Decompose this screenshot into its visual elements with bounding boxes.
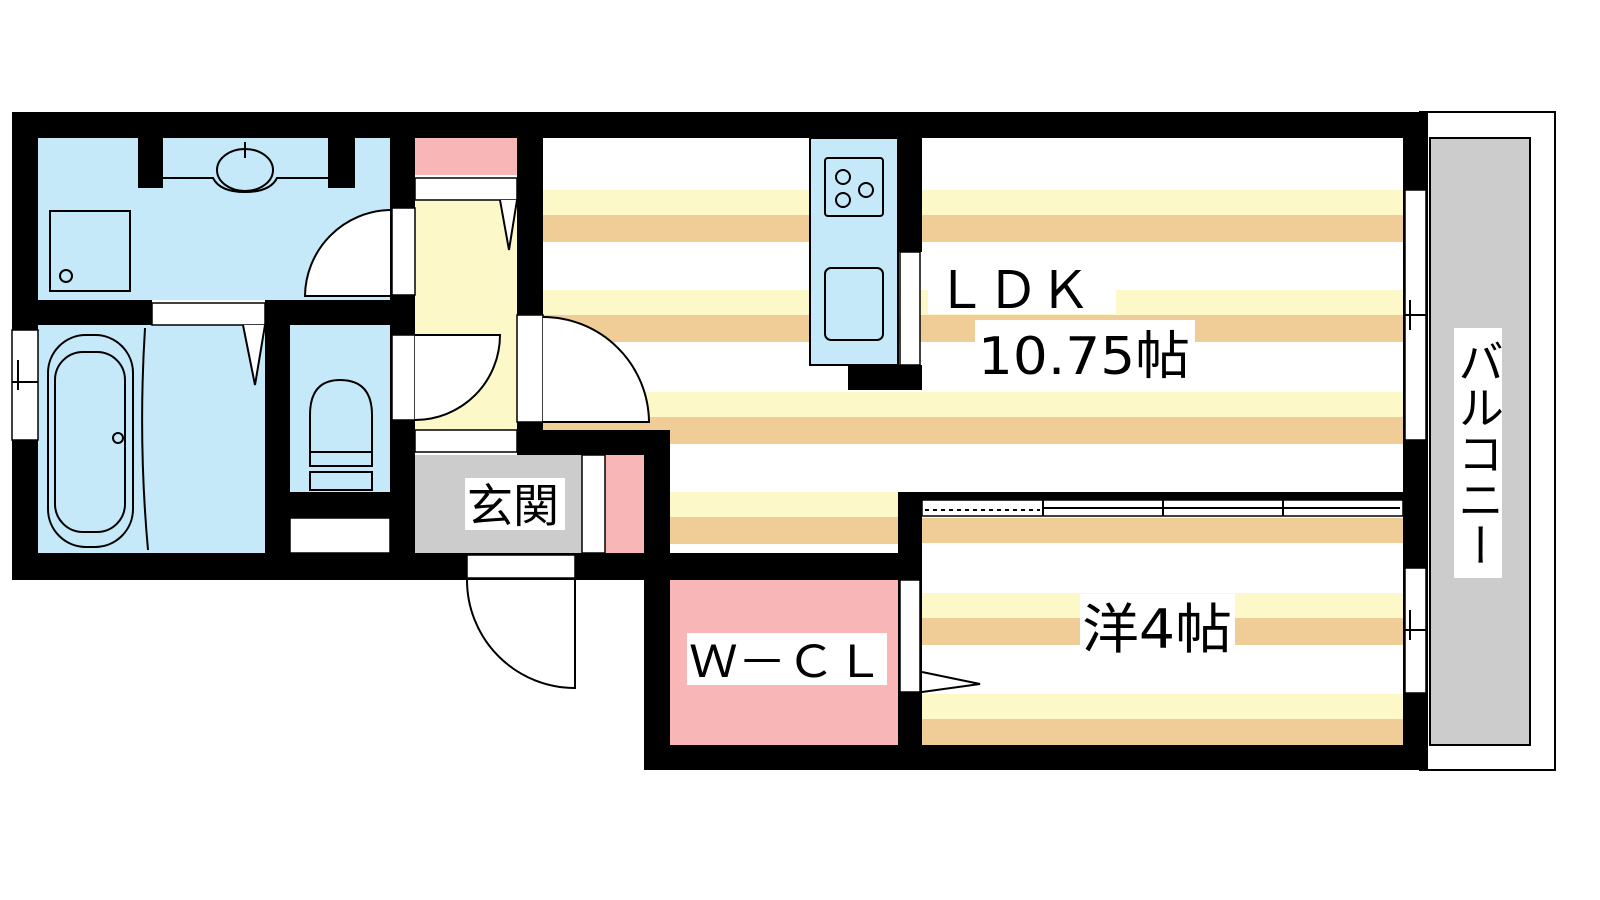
kitchen-counter — [809, 137, 899, 366]
balcony — [1419, 111, 1556, 771]
ldk-floor — [543, 138, 1403, 553]
washing-machine-icon — [49, 210, 131, 292]
closet-door — [414, 177, 518, 201]
washroom-door-frame — [391, 207, 416, 296]
shoe-closet — [605, 455, 644, 553]
sink-icon — [824, 267, 884, 341]
washbasin-icon — [163, 142, 328, 194]
ldk-label: ＬＤＫ — [935, 261, 1091, 321]
stove-icon — [824, 157, 884, 217]
ldk-door-frame — [516, 314, 544, 423]
balcony-label: バルコニー — [1451, 338, 1505, 568]
floor-stripe — [543, 315, 1403, 342]
toilet-room — [290, 325, 390, 492]
bathroom — [38, 325, 265, 553]
bathtub-icon — [47, 327, 149, 551]
western-room-label: 洋4帖 — [1082, 598, 1232, 661]
floor-stripe — [543, 215, 1403, 242]
sliding-door-lines — [12, 300, 1426, 640]
closet-top — [415, 138, 517, 175]
toilet-bottom-space — [289, 517, 391, 554]
shoe-closet-door — [581, 454, 606, 554]
wcl-label: Ｗ－ＣＬ — [689, 637, 884, 688]
western-room-floor — [922, 518, 1403, 745]
window-bath — [11, 329, 39, 441]
kitchen-wall-opening — [899, 251, 921, 366]
floor-stripe — [543, 417, 1403, 444]
door-swings — [242, 199, 981, 693]
floor-stripe — [543, 190, 1403, 215]
toilet-icon — [309, 378, 373, 491]
bath-door — [151, 302, 266, 326]
hall-door-bottom — [414, 429, 518, 453]
genkan-label: 玄関 — [467, 479, 559, 533]
toilet-door-frame — [391, 334, 416, 421]
entrance-frame — [466, 554, 576, 579]
floor-stripe — [543, 392, 1403, 417]
wcl-door — [899, 579, 921, 693]
ldk-size-label: 10.75帖 — [978, 327, 1190, 387]
